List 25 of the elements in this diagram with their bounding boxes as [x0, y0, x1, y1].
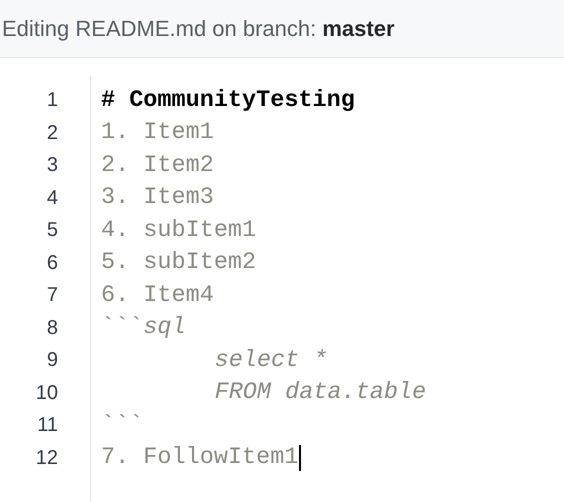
line-number: 11: [36, 413, 58, 438]
line-number: 10: [34, 380, 58, 406]
code-line: 2. Item2: [101, 150, 214, 181]
line-number: 6: [46, 250, 58, 276]
code-line: 5. subItem2: [101, 248, 256, 278]
line-number: 1: [46, 88, 58, 114]
line-number: 9: [46, 348, 58, 374]
code-line: ```: [101, 410, 144, 441]
line-number: 2: [46, 120, 58, 146]
line-number: 8: [46, 316, 58, 341]
code-line: 7. FollowItem1: [101, 443, 298, 474]
code-line: # CommunityTesting: [101, 86, 355, 116]
line-number: 5: [46, 218, 58, 244]
code-line: 6. Item4: [101, 280, 214, 311]
line-number: 7: [46, 283, 58, 308]
code-line: select *: [214, 346, 328, 376]
code-line: 1. Item1: [101, 118, 214, 148]
code-line: 4. subItem1: [101, 216, 256, 246]
code-line: 3. Item3: [101, 183, 214, 214]
line-number: 3: [46, 153, 58, 178]
line-number: 12: [34, 446, 58, 471]
code-line: ```sql: [101, 313, 186, 344]
editor-title: Editing README.md on branch: master: [2, 15, 395, 43]
code-line: FROM data.table: [214, 378, 426, 408]
line-number: 4: [46, 186, 58, 211]
